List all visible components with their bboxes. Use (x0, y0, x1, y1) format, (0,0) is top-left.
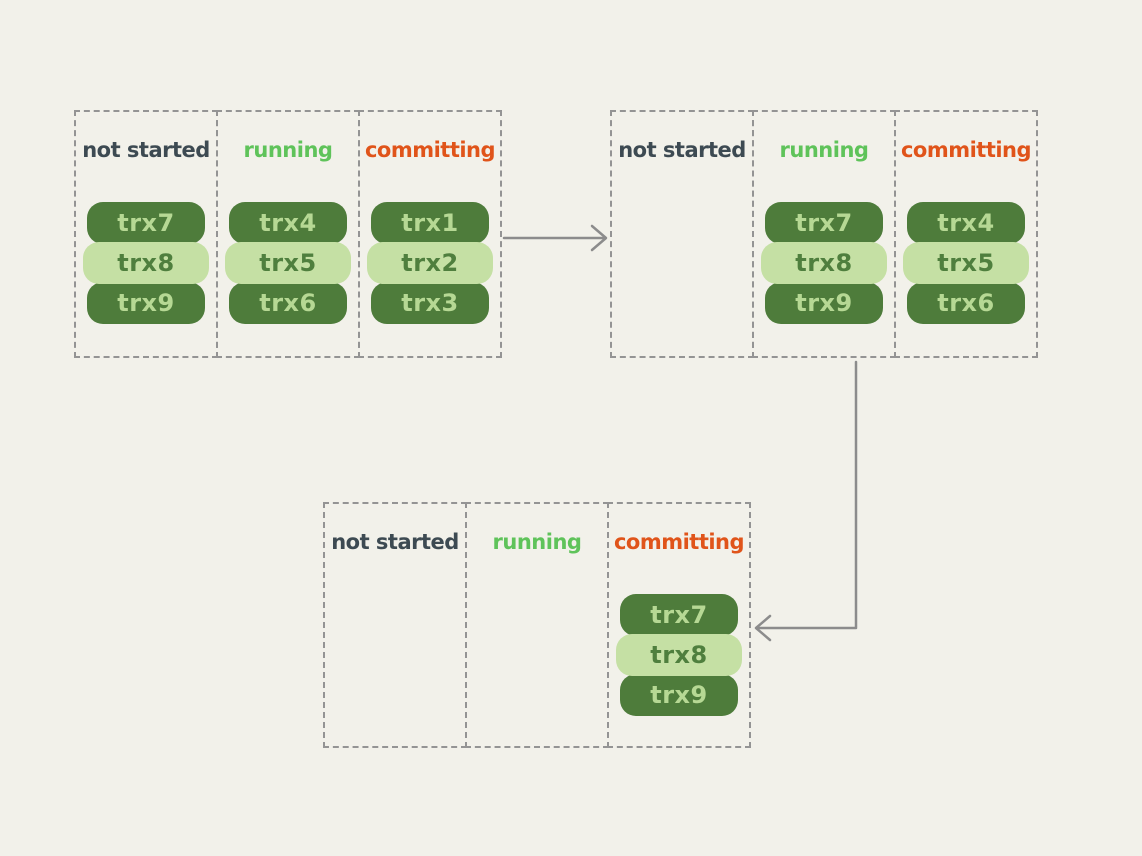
trx-pill: trx8 (616, 634, 742, 676)
trx-pill: trx6 (907, 282, 1025, 324)
trx-pill: trx7 (87, 202, 205, 244)
column-committing: committing trx1 trx2 trx3 (358, 110, 502, 358)
trx-pill: trx4 (229, 202, 347, 244)
column-label-running: running (243, 138, 333, 162)
column-running: running (465, 502, 609, 748)
column-not-started: not started trx7 trx8 trx9 (74, 110, 218, 358)
column-label-not-started: not started (82, 138, 210, 162)
trx-pill: trx1 (371, 202, 489, 244)
pill-stack: trx7 trx8 trx9 (76, 202, 216, 324)
state-panel-stage-1: not started trx7 trx8 trx9 running trx4 … (74, 110, 502, 358)
arrow-down-left-icon (754, 360, 858, 642)
column-label-committing: committing (364, 138, 496, 162)
column-not-started: not started (323, 502, 467, 748)
trx-pill: trx7 (620, 594, 738, 636)
trx-pill: trx9 (765, 282, 883, 324)
column-running: running trx4 trx5 trx6 (216, 110, 360, 358)
trx-pill: trx9 (620, 674, 738, 716)
trx-pill: trx9 (87, 282, 205, 324)
column-running: running trx7 trx8 trx9 (752, 110, 896, 358)
trx-pill: trx3 (371, 282, 489, 324)
column-label-committing: committing (613, 530, 745, 554)
column-label-running: running (492, 530, 582, 554)
trx-pill: trx8 (761, 242, 887, 284)
state-panel-stage-3: not started running committing trx7 trx8… (323, 502, 751, 748)
column-label-committing: committing (900, 138, 1032, 162)
pill-stack: trx4 trx5 trx6 (896, 202, 1036, 324)
arrow-right-icon (502, 224, 608, 252)
trx-pill: trx7 (765, 202, 883, 244)
pill-stack: trx1 trx2 trx3 (360, 202, 500, 324)
column-label-not-started: not started (618, 138, 746, 162)
pill-stack: trx7 trx8 trx9 (609, 594, 749, 716)
trx-pill: trx5 (903, 242, 1029, 284)
pill-stack: trx4 trx5 trx6 (218, 202, 358, 324)
trx-pill: trx2 (367, 242, 493, 284)
state-panel-stage-2: not started running trx7 trx8 trx9 commi… (610, 110, 1038, 358)
column-committing: committing trx7 trx8 trx9 (607, 502, 751, 748)
column-label-not-started: not started (331, 530, 459, 554)
column-not-started: not started (610, 110, 754, 358)
trx-pill: trx4 (907, 202, 1025, 244)
trx-pill: trx5 (225, 242, 351, 284)
pill-stack: trx7 trx8 trx9 (754, 202, 894, 324)
trx-pill: trx6 (229, 282, 347, 324)
trx-pill: trx8 (83, 242, 209, 284)
column-committing: committing trx4 trx5 trx6 (894, 110, 1038, 358)
column-label-running: running (779, 138, 869, 162)
